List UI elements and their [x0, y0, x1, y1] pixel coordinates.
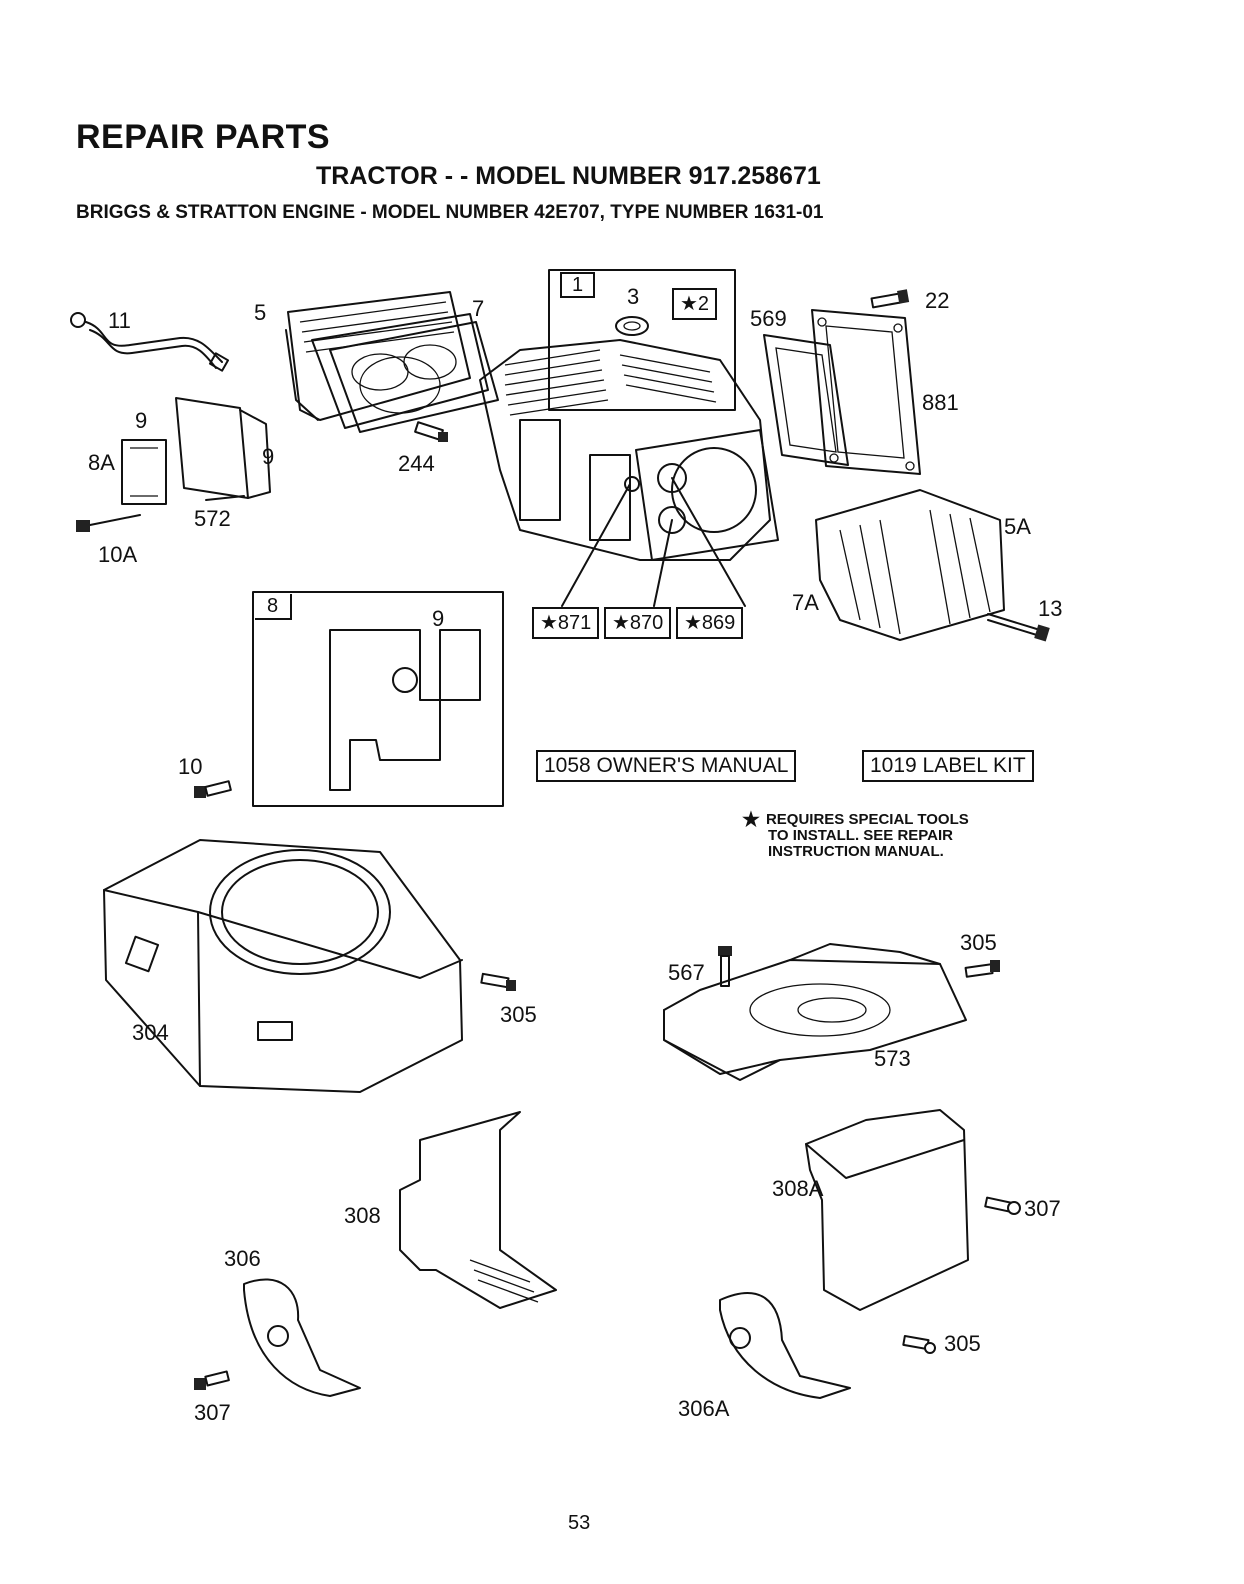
bolt-22-drawing [870, 289, 910, 309]
callout-572: 572 [194, 506, 231, 531]
callout-567: 567 [668, 960, 705, 985]
callout-244: 244 [398, 451, 435, 476]
callout-5: 5 [254, 300, 267, 325]
callout-3: 3 [627, 284, 640, 309]
callout-881: 881 [922, 390, 959, 415]
engine-model-heading: BRIGGS & STRATTON ENGINE - MODEL NUMBER … [76, 202, 824, 223]
callout-307-left: 307 [194, 1400, 231, 1425]
bolt-305-upper-right-drawing [964, 960, 1000, 978]
callout-308: 308 [344, 1203, 381, 1228]
callout-306a: 306A [678, 1396, 730, 1421]
box-label-8: 8 [255, 594, 293, 620]
callout-305-lower-right: 305 [944, 1331, 981, 1356]
star-icon: ★ [742, 809, 760, 831]
bolt-307-right-drawing [984, 1196, 1021, 1215]
bolt-307-left-drawing [194, 1370, 230, 1390]
callout-306: 306 [224, 1246, 261, 1271]
cylinder-head-drawing [285, 291, 499, 433]
baffle-573-drawing [663, 943, 967, 1081]
owners-manual-box: 1058 OWNER'S MANUAL [536, 750, 797, 782]
guard-306a-drawing [719, 1292, 851, 1399]
note-line-2: TO INSTALL. SEE REPAIR [768, 827, 954, 844]
callout-9-right: 9 [262, 444, 275, 469]
callout-11: 11 [108, 308, 131, 333]
page-number: 53 [568, 1512, 591, 1534]
callout-7: 7 [472, 296, 485, 321]
callout-305-upper-right: 305 [960, 930, 997, 955]
callout-304: 304 [132, 1020, 169, 1045]
box-label-1: 1 [560, 272, 596, 298]
callout-22: 22 [925, 288, 950, 313]
fuel-line-drawing [70, 312, 230, 372]
ignition-armature-drawing [76, 397, 271, 532]
callout-305-left: 305 [500, 1002, 537, 1027]
callout-7a: 7A [792, 590, 819, 615]
bolt-305-lower-right-drawing [902, 1334, 936, 1354]
engine-block-drawing [479, 269, 779, 607]
bolt-305-left-drawing [480, 972, 516, 991]
bolt-10-drawing [194, 780, 232, 798]
special-tools-note: ★ REQUIRES SPECIAL TOOLS TO INSTALL. SEE … [742, 809, 969, 860]
page-title: REPAIR PARTS [76, 118, 331, 156]
shield-308a-drawing [805, 1109, 969, 1311]
blower-housing-drawing [103, 839, 463, 1093]
callout-5a: 5A [1004, 514, 1031, 539]
callout-307-right: 307 [1024, 1196, 1061, 1221]
callout-573: 573 [874, 1046, 911, 1071]
callout-308a: 308A [772, 1176, 824, 1201]
callout-10a: 10A [98, 542, 138, 567]
bolt-244-drawing [414, 421, 448, 442]
bolt-13-drawing [987, 613, 1050, 642]
box-label-star-870: ★870 [604, 607, 672, 639]
callout-8a: 8A [88, 450, 115, 475]
callout-13: 13 [1038, 596, 1063, 621]
box-label-star-869: ★869 [676, 607, 744, 639]
callout-9-upper: 9 [135, 408, 148, 433]
cylinder-head-5a-drawing [815, 489, 1005, 641]
note-line-1: REQUIRES SPECIAL TOOLS [765, 811, 969, 828]
box-label-star-871: ★871 [532, 607, 600, 639]
tractor-model-heading: TRACTOR - - MODEL NUMBER 917.258671 [316, 162, 821, 190]
box-label-star-2: ★2 [672, 288, 718, 320]
box-8-frame [252, 591, 504, 807]
shield-308-drawing [399, 1111, 557, 1309]
callout-10: 10 [178, 754, 203, 779]
gasket-plates-drawing [763, 309, 921, 475]
note-line-3: INSTRUCTION MANUAL. [768, 843, 944, 860]
callout-569: 569 [750, 306, 787, 331]
label-kit-box: 1019 LABEL KIT [862, 750, 1034, 782]
bolt-567-drawing [718, 946, 732, 987]
callout-9-box8: 9 [432, 606, 445, 631]
guard-306-drawing [243, 1278, 361, 1397]
